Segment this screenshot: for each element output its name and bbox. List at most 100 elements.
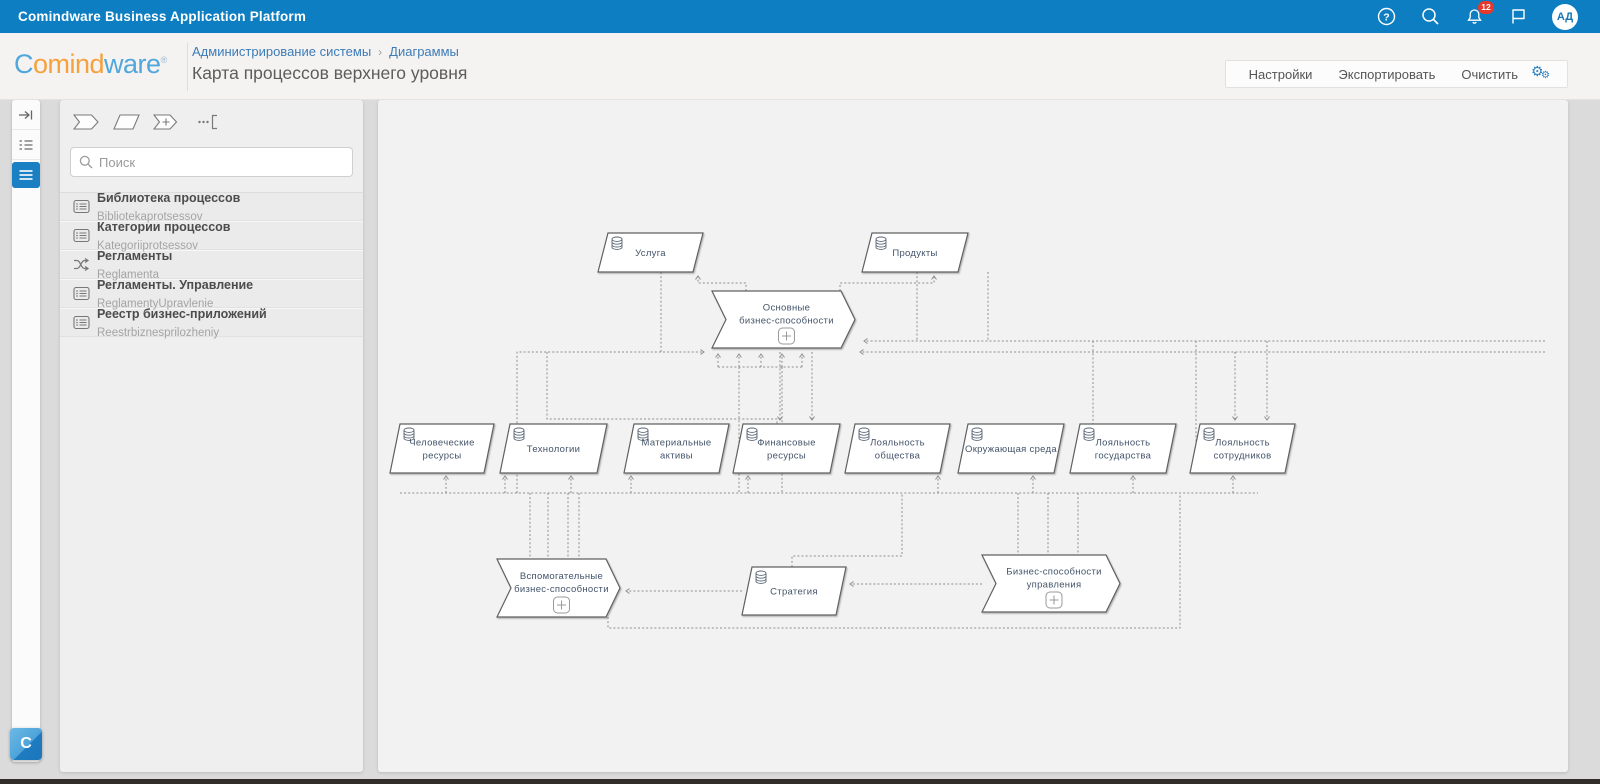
connector (839, 275, 937, 291)
connector (695, 275, 747, 291)
diagram-node-okruzhayushchaya-sreda[interactable]: Окружающая среда (957, 423, 1065, 474)
export-button[interactable]: Экспортировать (1338, 66, 1436, 82)
node-label: ресурсы (423, 451, 462, 462)
node-label: Человеческие (409, 438, 474, 449)
shuffle-icon (70, 257, 92, 272)
top-app-bar: Comindware Business Application Platform… (0, 0, 1600, 33)
collapse-panel-icon[interactable] (12, 100, 40, 130)
node-label: Лояльность (1096, 438, 1151, 449)
list-item-title: Регламенты. Управление (97, 277, 254, 292)
database-icon (755, 570, 767, 584)
diagram-node-chel-resursy[interactable]: Человеческие ресурсы (389, 423, 495, 474)
search-icon[interactable] (1420, 7, 1440, 27)
gears-icon[interactable]: ⚙⚙ (1531, 63, 1550, 81)
shape-palette (60, 100, 363, 137)
connector (791, 493, 903, 567)
node-label: активы (660, 451, 693, 462)
node-label: сотрудников (1214, 451, 1272, 462)
node-label: ресурсы (767, 451, 806, 462)
expand-plus-button[interactable] (553, 596, 570, 614)
node-label: Основные (763, 303, 810, 314)
node-label: общества (875, 451, 921, 462)
clear-button[interactable]: Очистить (1461, 66, 1518, 82)
database-icon (1083, 427, 1095, 441)
list-item-subtitle: Bibliotekaprotsessov (97, 210, 203, 223)
breadcrumb-separator: › (378, 44, 383, 59)
breadcrumb-link-diagrams[interactable]: Диаграммы (389, 44, 459, 59)
diagram-node-loyalnost-obshchestva[interactable]: Лояльность общества (844, 423, 951, 474)
form-icon (70, 286, 92, 301)
node-label: Услуга (635, 248, 666, 259)
diagram-node-vspomogatelnye[interactable]: Вспомогательные бизнес-способности (496, 558, 621, 618)
form-icon (70, 315, 92, 330)
database-icon (858, 427, 870, 441)
node-label: государства (1095, 451, 1152, 462)
diagram-node-tekhnologii[interactable]: Технологии (499, 423, 608, 474)
settings-button[interactable]: Настройки (1248, 66, 1313, 82)
list-item-title: Категории процессов (97, 219, 231, 234)
list-item-subtitle: Reglamenta (97, 268, 160, 281)
comindware-logo[interactable]: Comindware® (14, 49, 167, 79)
chevron-plus-shape-icon[interactable] (153, 114, 180, 130)
node-label: Стратегия (770, 587, 818, 598)
database-icon (971, 427, 983, 441)
shape-library-tab-active[interactable] (12, 162, 40, 188)
database-icon (513, 427, 525, 441)
help-icon[interactable]: ? (1376, 7, 1396, 27)
page-title: Карта процессов верхнего уровня (192, 63, 468, 83)
breadcrumb-link-administration[interactable]: Администрирование системы (192, 44, 372, 59)
diagram-node-osnovnye[interactable]: Основные бизнес-способности (711, 290, 856, 349)
expand-plus-button[interactable] (778, 327, 795, 345)
diagram-node-strategiya[interactable]: Стратегия (741, 566, 847, 616)
database-icon (403, 427, 415, 441)
database-icon (637, 427, 649, 441)
node-label: Лояльность (870, 438, 925, 449)
list-item-subtitle: Kategoriiprotsessov (97, 239, 198, 252)
node-label: Вспомогательные (520, 571, 603, 582)
user-avatar[interactable]: АД (1552, 3, 1578, 30)
form-icon (70, 199, 92, 214)
parallelogram-shape-icon[interactable] (113, 114, 140, 130)
expand-plus-button[interactable] (1045, 591, 1063, 609)
node-label: Финансовые (757, 438, 816, 449)
connector (1081, 341, 1094, 436)
app-title: Comindware Business Application Platform (18, 9, 307, 24)
node-label: бизнес-способности (514, 584, 609, 595)
chevron-shape-icon[interactable] (73, 114, 100, 130)
node-label: Продукты (892, 248, 937, 259)
search-box (70, 147, 353, 177)
diagram-node-produkty[interactable]: Продукты (861, 232, 969, 273)
database-icon (1203, 427, 1215, 441)
more-shapes-icon[interactable] (197, 113, 219, 131)
breadcrumb: Администрирование системы › Диаграммы (192, 44, 459, 59)
database-icon (611, 236, 623, 250)
header-divider (187, 43, 188, 91)
search-input[interactable] (99, 154, 344, 170)
left-rail: C (10, 100, 42, 762)
notification-count-badge: 12 (1478, 0, 1494, 14)
flag-icon[interactable] (1508, 7, 1528, 27)
diagram-node-usluga[interactable]: Услуга (597, 232, 704, 273)
node-label: Окружающая среда (965, 444, 1057, 455)
notifications-bell-icon[interactable]: 12 (1464, 0, 1494, 27)
node-label: бизнес-способности (739, 316, 834, 327)
comindware-badge[interactable]: C (10, 728, 42, 760)
connector (607, 493, 1181, 629)
checklist-icon[interactable] (12, 130, 40, 160)
diagram-node-loyalnost-gosudarstva[interactable]: Лояльность государства (1069, 423, 1177, 474)
list-item-subtitle: ReglamentyUpravlenie (97, 297, 214, 310)
database-icon (875, 236, 887, 250)
diagram-toolbar: Настройки Экспортировать Очистить ⚙⚙ (1224, 60, 1568, 88)
diagram-node-fin-resursy[interactable]: Финансовые ресурсы (732, 423, 841, 474)
